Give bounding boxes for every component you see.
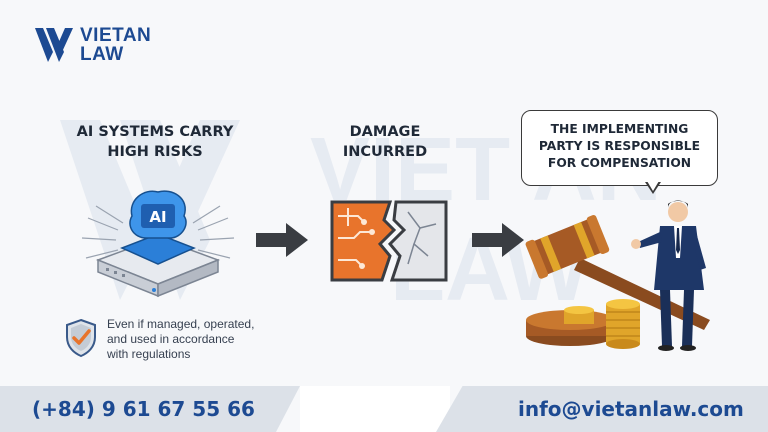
- step-3-heading: THE IMPLEMENTING PARTY IS RESPONSIBLE FO…: [522, 121, 717, 172]
- judge-gavel-coins-icon: [525, 200, 710, 351]
- footer-left-panel: [0, 386, 300, 432]
- note-text: Even if managed, operated, and used in a…: [107, 317, 282, 362]
- step-3-heading-line1: THE IMPLEMENTING: [550, 122, 689, 136]
- step-3-heading-line3: FOR COMPENSATION: [547, 156, 692, 170]
- step-2-heading-line1: DAMAGE: [349, 124, 421, 140]
- footer-right-panel: [436, 386, 768, 432]
- arrow-right-icon: [256, 223, 308, 257]
- footer-email[interactable]: info@vietanlaw.com: [518, 397, 744, 421]
- step-2-heading: DAMAGE INCURRED: [320, 122, 450, 162]
- brand-logo[interactable]: VIETAN LAW: [34, 26, 151, 64]
- ai-chip-icon: AI: [81, 190, 235, 298]
- note-line2: and used in accordance: [107, 332, 235, 346]
- note-line3: with regulations: [107, 347, 191, 361]
- note-line1: Even if managed, operated,: [107, 317, 255, 331]
- step-1-heading-line2: HIGH RISKS: [107, 144, 203, 160]
- brand-name-line2: LAW: [80, 44, 124, 65]
- brand-name-line1: VIETAN: [80, 25, 152, 46]
- shield-check-icon: [66, 318, 96, 358]
- step-1-heading-line1: AI SYSTEMS CARRY: [76, 124, 234, 140]
- step-2-heading-line2: INCURRED: [342, 144, 428, 160]
- step-3-heading-line2: PARTY IS RESPONSIBLE: [538, 139, 701, 153]
- broken-circuit-icon: [330, 200, 448, 282]
- ai-badge-label: AI: [149, 208, 166, 226]
- footer-divider: [300, 386, 450, 432]
- vietan-logo-icon: [35, 28, 73, 62]
- speech-bubble-tail-inner: [647, 181, 659, 191]
- speech-bubble: THE IMPLEMENTING PARTY IS RESPONSIBLE FO…: [521, 110, 718, 186]
- brand-name: VIETAN LAW: [80, 26, 151, 64]
- arrow-right-icon: [472, 223, 524, 257]
- footer-phone[interactable]: (+84) 9 61 67 55 66: [32, 397, 255, 421]
- step-1-heading: AI SYSTEMS CARRY HIGH RISKS: [70, 122, 240, 162]
